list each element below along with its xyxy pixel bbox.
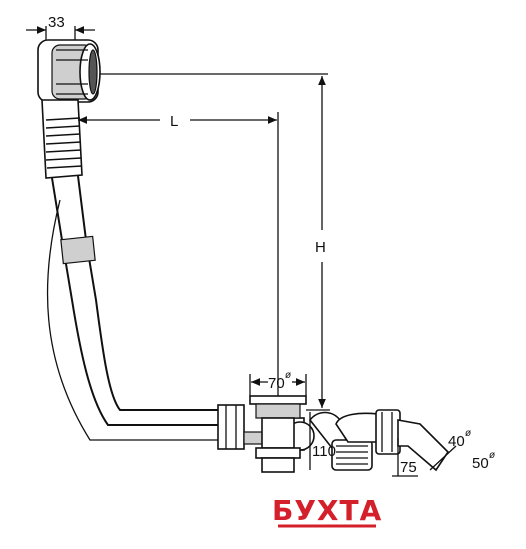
watermark-logo: БУХТА (272, 494, 382, 528)
overflow-pipe (46, 175, 230, 441)
dimension-H-label: H (315, 239, 326, 256)
dimension-75-label: 75 (400, 459, 417, 476)
dimension-50: 50 ø (472, 450, 495, 472)
dimension-40: 40 ø (448, 428, 471, 450)
overflow-body (41, 99, 83, 179)
diameter-symbol-50: ø (489, 450, 495, 461)
drain-plug (249, 395, 307, 473)
dimension-70: 70 ø (249, 370, 307, 396)
overflow-head (37, 39, 101, 103)
dimension-110-label: 110 (312, 443, 336, 460)
dimension-L: L (78, 112, 279, 396)
diameter-symbol-40: ø (465, 428, 471, 439)
dimension-40-label: 40 (448, 433, 465, 450)
dimension-33-label: 33 (48, 14, 65, 31)
dimension-75: 75 (392, 438, 418, 477)
watermark-text: БУХТА (272, 494, 382, 527)
dimension-33: 33 (26, 14, 95, 48)
dimension-70-label: 70 (268, 375, 285, 392)
dimension-110: 110 (309, 412, 336, 470)
dimension-H: H (100, 73, 330, 411)
diameter-symbol-70: ø (285, 370, 291, 381)
dimension-L-label: L (170, 113, 178, 130)
dimension-50-label: 50 (472, 455, 489, 472)
trap-assembly (308, 409, 457, 472)
